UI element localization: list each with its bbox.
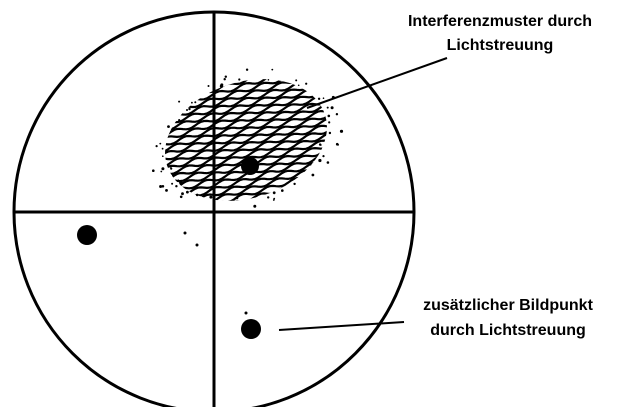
speckle-dot: [209, 196, 212, 199]
speckle-dot: [178, 179, 180, 181]
speckle-dot: [253, 205, 256, 208]
speckle-dot: [298, 85, 300, 87]
speckle-dot: [322, 155, 324, 157]
speckle-dot: [225, 76, 227, 78]
speckle-dot: [178, 101, 180, 103]
speckle-dot: [170, 168, 172, 170]
speckle-dot: [171, 183, 173, 185]
speckle-dot: [267, 196, 269, 198]
speckle-dot: [162, 155, 164, 157]
speckle-dot: [323, 97, 325, 99]
image-point-center: [241, 157, 259, 175]
speckle-dot: [328, 115, 331, 118]
interference-stripe: [150, 52, 345, 108]
speckle-dot: [152, 169, 155, 172]
speckle-dot: [156, 145, 158, 147]
speckle-dot: [318, 98, 320, 100]
speckle-dot: [327, 107, 329, 109]
leader-line-extra-point: [279, 322, 404, 330]
speckle-dot: [281, 189, 284, 192]
speckle-dot: [246, 69, 248, 71]
speckle-dot: [220, 83, 223, 86]
speckle-dot: [273, 199, 275, 201]
speckle-dot: [271, 69, 273, 71]
label-extra-point-line1: zusätzlicher Bildpunkt: [423, 297, 593, 314]
speckle-dot: [273, 191, 276, 194]
speckle-dot: [180, 181, 183, 184]
speckle-dot: [224, 78, 226, 80]
speckle-dot: [318, 159, 321, 162]
speckle-dot: [337, 144, 339, 146]
speckle-dot: [162, 148, 164, 150]
image-point-left: [77, 225, 97, 245]
speckle-dot: [312, 174, 315, 177]
speckle-dot: [181, 192, 184, 195]
speckle-dot: [310, 164, 312, 166]
speckle-dot: [159, 185, 162, 188]
speckle-dot: [194, 101, 196, 103]
speckle-dot: [191, 102, 193, 104]
speckle-dot: [172, 174, 175, 177]
stray-dot: [196, 244, 199, 247]
speckle-dot: [165, 189, 168, 192]
speckle-dot: [170, 166, 172, 168]
speckle-dot: [293, 183, 295, 185]
speckle-dot: [328, 121, 330, 123]
speckle-dot: [180, 196, 183, 199]
speckle-dot: [159, 143, 161, 145]
speckle-dot: [329, 132, 331, 134]
leader-line-interference: [307, 58, 447, 108]
speckle-dot: [175, 185, 177, 187]
stray-dot: [184, 232, 187, 235]
label-extra-point-line2: durch Lichtstreuung: [430, 322, 586, 339]
speckle-dot: [340, 130, 343, 133]
stray-dot: [245, 312, 248, 315]
speckle-dot: [167, 125, 170, 128]
speckle-dot: [238, 78, 240, 80]
speckle-dot: [327, 161, 330, 164]
speckle-dot: [332, 107, 334, 109]
speckle-dot: [336, 113, 338, 115]
speckle-dot: [160, 171, 162, 173]
speckle-dot: [305, 83, 307, 85]
label-interference-line1: Interferenzmuster durch: [408, 13, 592, 30]
speckle-dot: [295, 79, 297, 81]
speckle-dot: [186, 191, 189, 194]
label-interference-line2: Lichtstreuung: [447, 37, 554, 54]
interference-stripe: [150, 67, 345, 123]
speckle-dot: [268, 79, 270, 81]
speckle-dot: [178, 119, 180, 121]
image-point-extra: [241, 319, 261, 339]
speckle-dot: [161, 167, 164, 170]
speckle-dot: [320, 144, 322, 146]
speckle-dot: [188, 108, 190, 110]
speckle-dot: [186, 109, 188, 111]
speckle-dot: [208, 85, 210, 87]
speckle-dot: [196, 194, 199, 197]
speckle-dot: [236, 197, 239, 200]
